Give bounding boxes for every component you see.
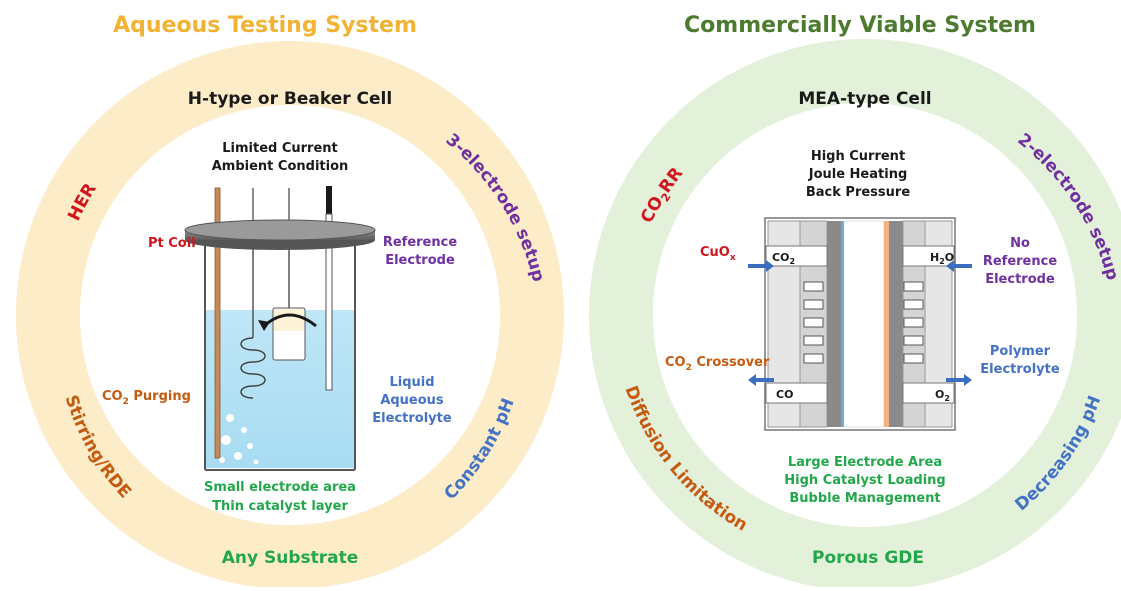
flow-channels-right xyxy=(903,281,924,364)
port-co2: CO2 xyxy=(772,251,795,266)
reference-electrode-cap xyxy=(326,186,332,214)
right-inner-bottom-1: Large Electrode Area xyxy=(788,455,942,470)
catalyst-layer-orange xyxy=(884,221,889,427)
outlet-band-right xyxy=(902,382,955,404)
right-condition-2: Joule Heating xyxy=(808,167,908,182)
right-condition-3: Back Pressure xyxy=(806,185,910,200)
inlet-band-right xyxy=(902,245,955,267)
port-o2: O2 xyxy=(935,388,950,403)
left-panel: Aqueous Testing System H-type or Beaker … xyxy=(16,13,564,589)
inlet-band-left xyxy=(765,245,828,267)
right-inner-bottom-3: Bubble Management xyxy=(789,491,940,506)
membrane xyxy=(843,220,885,428)
outlet-band-left xyxy=(765,382,828,404)
liquid-label-2: Aqueous xyxy=(380,393,444,408)
flow-arrows xyxy=(748,260,972,386)
pt-coil-rod xyxy=(214,187,221,459)
right-condition-1: High Current xyxy=(811,149,905,164)
right-panel: Commercially Viable System MEA-type Cell… xyxy=(589,13,1121,591)
reference-label-1: Reference xyxy=(383,235,457,250)
crossover-label: CO2 Crossover xyxy=(665,355,770,373)
liquid-label-3: Electrolyte xyxy=(372,411,452,426)
reference-electrode-body xyxy=(325,213,333,391)
right-bottom-label: Porous GDE xyxy=(812,548,924,568)
liquid-label-1: Liquid xyxy=(389,375,434,390)
no-reference-3: Electrode xyxy=(985,272,1055,287)
left-inner-bottom-2: Thin catalyst layer xyxy=(212,499,348,514)
left-condition-2: Ambient Condition xyxy=(212,159,349,174)
left-title: Aqueous Testing System xyxy=(113,13,417,38)
left-inner-bottom-1: Small electrode area xyxy=(204,480,356,495)
beaker-wall xyxy=(204,240,356,471)
polymer-label-2: Electrolyte xyxy=(980,362,1060,377)
anode-gde xyxy=(889,221,903,427)
beaker-cell xyxy=(184,186,376,471)
purging-label: CO2 Purging xyxy=(102,389,191,407)
right-inner-bottom-2: High Catalyst Loading xyxy=(784,473,945,488)
left-ring xyxy=(16,41,564,589)
reference-label-2: Electrode xyxy=(385,253,455,268)
gas-bubbles xyxy=(219,414,259,465)
port-h2o: H2O xyxy=(930,251,954,266)
left-top-label: H-type or Beaker Cell xyxy=(188,89,392,109)
left-condition-1: Limited Current xyxy=(222,141,338,156)
no-reference-2: Reference xyxy=(983,254,1057,269)
left-bottom-label: Any Substrate xyxy=(222,548,359,568)
lid-top xyxy=(184,219,376,241)
right-title: Commercially Viable System xyxy=(684,13,1036,38)
polymer-label-1: Polymer xyxy=(990,344,1051,359)
right-ring xyxy=(589,39,1121,591)
port-co: CO xyxy=(776,388,793,401)
catalyst-layer-blue xyxy=(841,221,844,427)
cuox-label: CuOx xyxy=(700,245,736,263)
mea-cell: CO2 H2O CO O2 xyxy=(748,217,972,431)
no-reference-1: No xyxy=(1010,236,1030,251)
flow-channels-left xyxy=(803,281,824,364)
cathode-gde xyxy=(827,221,841,427)
pt-coil-label: Pt Coil xyxy=(148,236,196,251)
right-top-label: MEA-type Cell xyxy=(798,89,931,109)
wire-coil xyxy=(240,337,266,399)
